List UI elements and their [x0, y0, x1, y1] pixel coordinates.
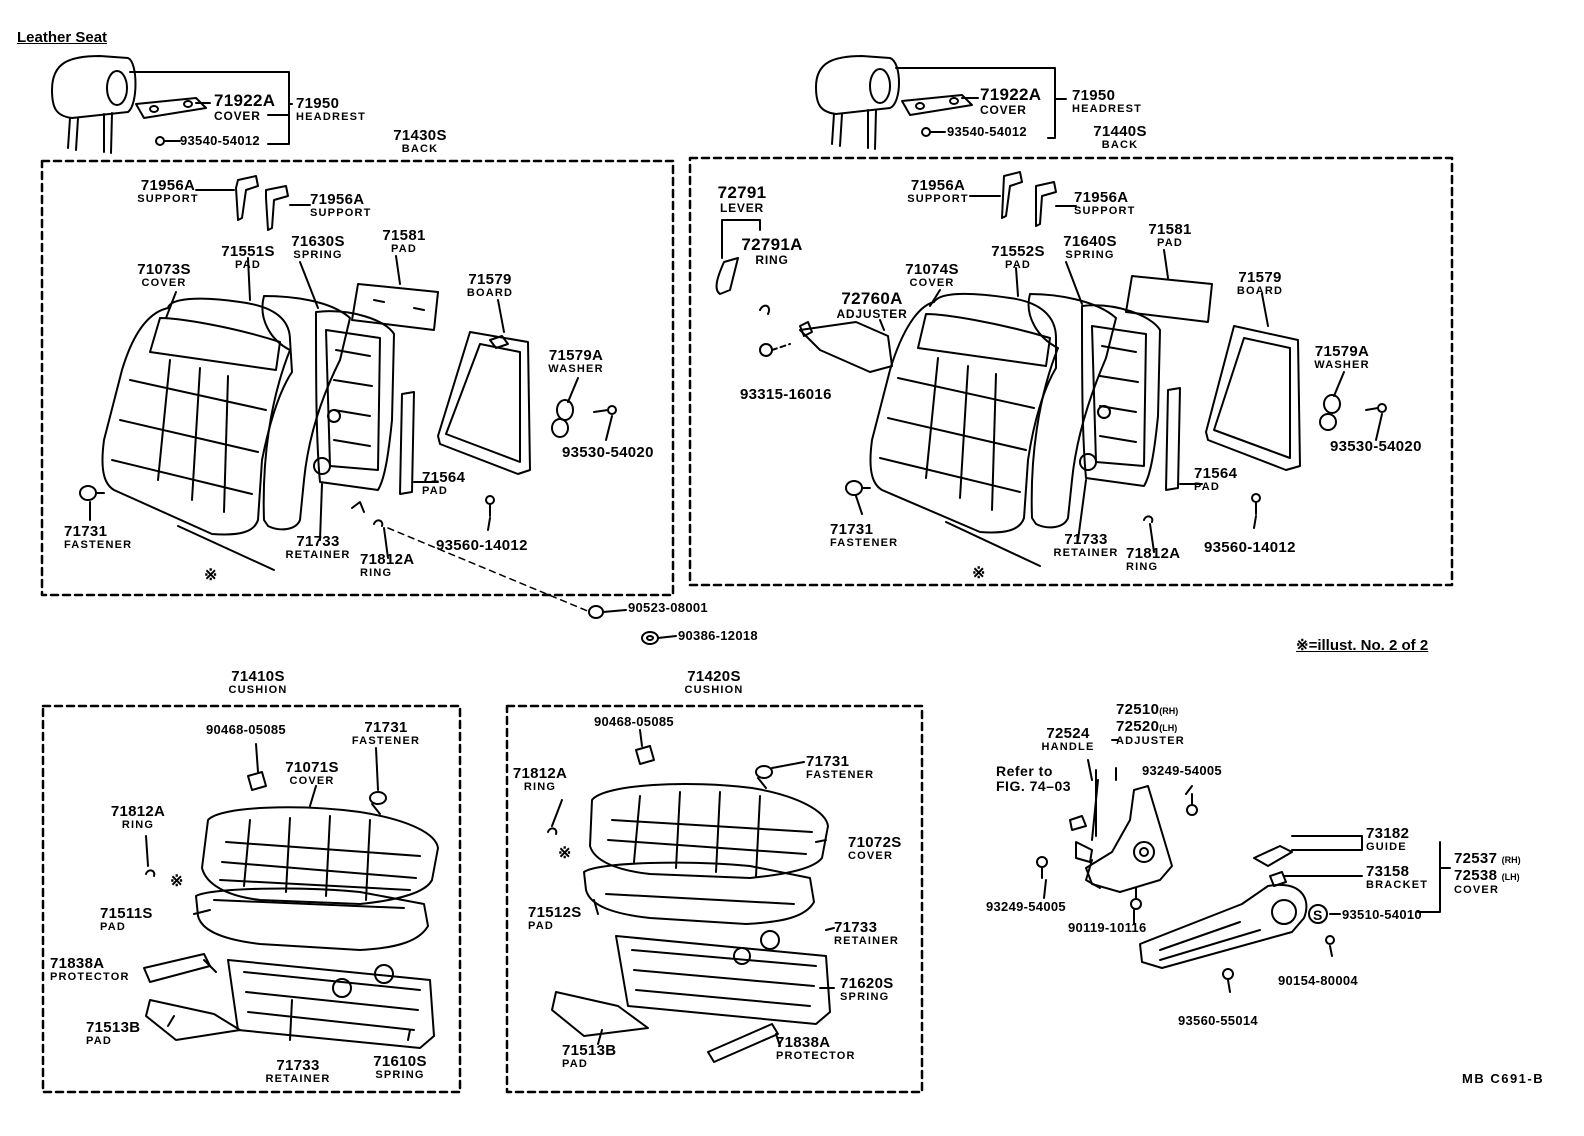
- label-93249-2: 93249-54005: [986, 899, 1066, 914]
- asterisk-mark-1: ※: [204, 567, 217, 584]
- label-93530-right: 93530-54020: [1330, 438, 1422, 455]
- seat-back-left: [79, 175, 617, 613]
- label-72537: 72537 (RH): [1454, 850, 1521, 867]
- label-93510: 93510-54010: [1342, 907, 1422, 922]
- adjuster-assembly: [1036, 739, 1451, 993]
- group-box-right-cushion: [505, 704, 924, 1094]
- label-90523: 90523-08001: [628, 600, 708, 615]
- label-93540-right: 93540-54012: [947, 124, 1027, 139]
- label-93540-left: 93540-54012: [180, 133, 260, 148]
- diagram-title: Leather Seat: [17, 29, 108, 46]
- headrest-right: [815, 55, 1067, 150]
- label-72520: 72520(LH)ADJUSTER: [1116, 718, 1185, 747]
- asterisk-mark-4: ※: [558, 845, 571, 862]
- s-badge-letter: S: [1313, 907, 1322, 923]
- group-box-left-back: [40, 159, 675, 597]
- seat-cushion-left: [143, 743, 439, 1049]
- label-72510: 72510(RH): [1116, 701, 1179, 718]
- label-93530-left: 93530-54020: [562, 444, 654, 461]
- group-box-right-back: [688, 156, 1454, 587]
- label-90119: 90119-10116: [1068, 920, 1147, 935]
- seat-back-right: [715, 171, 1387, 567]
- label-93315: 93315-16016: [740, 386, 832, 403]
- nut-90386: [641, 631, 677, 645]
- label-93560-left: 93560-14012: [436, 537, 528, 554]
- label-93560-right: 93560-14012: [1204, 539, 1296, 556]
- label-90154: 90154-80004: [1278, 973, 1358, 988]
- label-90468-right: 90468-05085: [594, 714, 674, 729]
- seat-cushion-right: [547, 729, 835, 1063]
- label-72538: 72538 (LH)COVER: [1454, 867, 1520, 896]
- label-90468-left: 90468-05085: [206, 722, 286, 737]
- label-93249-1: 93249-54005: [1142, 763, 1222, 778]
- illustration-note: ※=illust. No. 2 of 2: [1296, 637, 1429, 654]
- headrest-left: [51, 55, 293, 154]
- label-90386: 90386-12018: [678, 628, 758, 643]
- asterisk-mark-2: ※: [972, 565, 985, 582]
- asterisk-mark-3: ※: [170, 873, 183, 890]
- nut-90523: [588, 605, 627, 619]
- label-93560-adjuster: 93560-55014: [1178, 1013, 1258, 1028]
- drawing-code: MB C691-B: [1462, 1071, 1545, 1086]
- group-box-left-cushion: [41, 704, 462, 1094]
